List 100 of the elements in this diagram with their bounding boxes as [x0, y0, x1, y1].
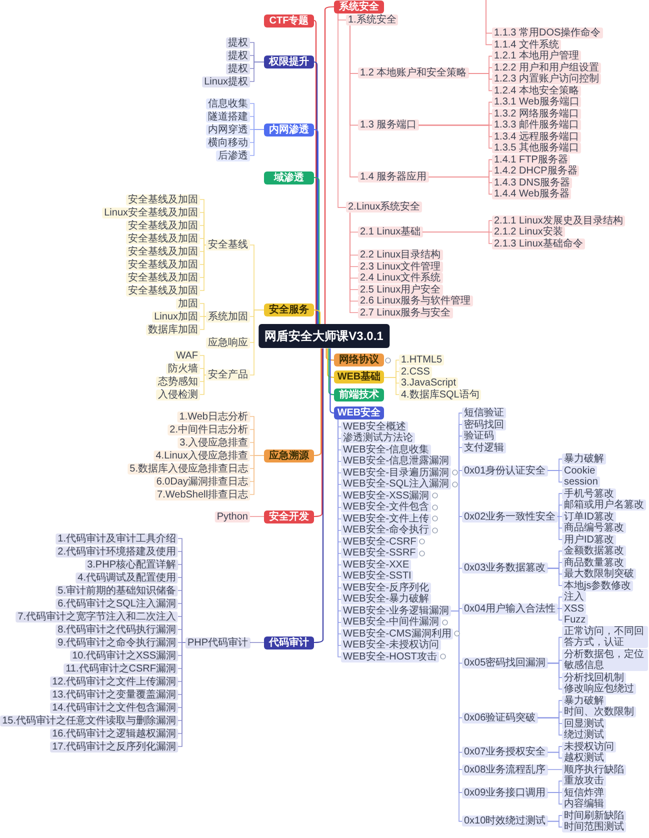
connector-line: [537, 717, 562, 736]
topic-label: 隧道搭建: [206, 111, 250, 122]
branch-box: 安全服务: [264, 304, 314, 316]
topic-label: 用户ID篡改: [562, 534, 616, 546]
branch-box: CTF专题: [264, 14, 314, 27]
topic-label: 8.代码审计之代码执行漏洞: [56, 624, 178, 635]
topic-label: 态势感知: [156, 376, 200, 387]
topic-label: 2.6 Linux服务与软件管理: [358, 296, 473, 307]
connector-line: [250, 642, 264, 643]
connector-line: [338, 12, 346, 208]
topic-label: 1.系统安全: [346, 14, 398, 26]
branch-box: 应急溯源: [264, 449, 314, 462]
connector-line: [314, 309, 321, 324]
connector-line: [250, 516, 264, 517]
topic-label: 回显测试: [562, 718, 606, 730]
branch-box: 网络协议: [334, 354, 384, 367]
topic-label: 1.4 服务器应用: [358, 171, 429, 182]
topic-label: 横向移动: [206, 137, 250, 148]
topic-label: 金额数据篡改: [562, 546, 626, 557]
topic-label: 1.3 服务端口: [358, 120, 419, 131]
topic-label: WEB安全-命令执行: [341, 524, 432, 536]
topic-label: Linux加固: [152, 311, 200, 322]
topic-label: 1.Web日志分析: [177, 411, 250, 422]
topic-label: 1.2.1 本地用户管理: [492, 50, 582, 62]
topic-label: 最大数限制突破: [562, 568, 636, 580]
topic-label: 2.代码审计环境搭建及使用: [56, 546, 178, 557]
branch-box: 系统安全: [334, 0, 384, 14]
topic-label: 4.Linux入侵应急排查: [154, 450, 250, 461]
topic-label: 2.7 Linux服务与安全: [358, 307, 453, 318]
topic-label: 手机号篡改: [562, 488, 616, 500]
topic-label: 修改响应包绕过: [562, 684, 636, 695]
topic-label: 信息收集: [206, 98, 250, 109]
topic-label: 16.代码审计之逻辑越权漏洞: [50, 728, 178, 739]
topic-label: 内容编辑: [562, 798, 606, 810]
topic-label: 2.CSS: [399, 366, 432, 378]
topic-label: 11.代码审计之CSRF漏洞: [64, 663, 178, 674]
topic-label: WEB安全概述: [341, 421, 408, 432]
topic-label: 6.代码审计之SQL注入漏洞: [56, 598, 178, 609]
topic-label: 1.2 本地账户和安全策略: [358, 68, 469, 79]
connector-line: [324, 6, 334, 324]
connector-line: [330, 348, 334, 414]
topic-label: 渗透测试方法论: [341, 432, 415, 444]
topic-label: 2.3 Linux文件管理: [358, 261, 443, 272]
topic-label: 重放攻击: [562, 776, 606, 787]
topic-label: 3.JavaScript: [399, 378, 458, 389]
topic-label: 14.代码审计之文件包含漏洞: [50, 702, 178, 713]
topic-label: 安全基线及加固: [126, 259, 200, 270]
topic-label: 安全基线及加固: [126, 272, 200, 283]
connector-line: [326, 348, 334, 361]
topic-label: 1.2.4 本地安全策略: [492, 85, 582, 96]
topic-label: 7.WebShell排查日志: [155, 489, 250, 500]
topic-label: 17.代码审计之反序列化漏洞: [50, 741, 178, 752]
topic-label: 4.数据库SQL语句: [399, 389, 482, 400]
connector-line: [328, 348, 334, 396]
topic-label: 0x09业务接口调用: [462, 787, 548, 798]
topic-label: 暴力破解: [562, 454, 606, 465]
topic-label: WEB安全-SSTI: [341, 570, 414, 582]
connector-line: [557, 516, 562, 540]
topic-label: WEB安全-信息收集: [341, 444, 432, 456]
topic-label: 1.代码审计及审计工具介绍: [56, 533, 178, 544]
topic-label: WEB安全-HOST攻击: [341, 651, 439, 662]
topic-label: 0x05密码找回漏洞: [462, 658, 548, 669]
topic-label: 1.3.3 邮件服务端口: [492, 120, 582, 131]
connector-line: [422, 232, 492, 244]
topic-label: WEB安全-文件上传: [341, 513, 432, 524]
topic-label: 1.2.3 内置账户访问控制: [492, 74, 602, 85]
topic-label: 13.代码审计之变量覆盖漏洞: [50, 689, 178, 700]
topic-label: Cookie: [562, 465, 598, 476]
connector-line: [418, 124, 492, 149]
topic-label: 2.1.1 Linux发展史及目录结构: [492, 215, 625, 226]
topic-label: 订单ID篡改: [562, 511, 616, 522]
topic-label: 1.2.2 用户和用户组设置: [492, 62, 602, 74]
topic-label: 9.代码审计之命令执行漏洞: [56, 637, 178, 648]
topic-label: 0x03业务数据篡改: [462, 562, 548, 574]
branch-box: 权限提升: [264, 56, 314, 68]
topic-label: 10.代码审计之XSS漏洞: [70, 650, 178, 661]
topic-label: 安全基线及加固: [126, 233, 200, 244]
branch-box: WEB基础: [334, 370, 384, 384]
topic-label: 2.中间件日志分析: [168, 424, 250, 435]
topic-label: 分析数据包，定位敏感信息: [562, 649, 648, 672]
branch-box: 内网渗透: [264, 123, 314, 136]
topic-label: 2.Linux系统安全: [346, 202, 422, 213]
topic-label: 0x07业务授权安全: [462, 746, 548, 758]
connector-line: [547, 568, 562, 586]
topic-label: 1.HTML5: [399, 354, 444, 366]
topic-label: 商品数量篡改: [562, 557, 626, 568]
connector-line: [200, 244, 206, 291]
topic-label: WEB安全-SQL注入漏洞: [341, 478, 452, 490]
topic-label: 2.2 Linux目录结构: [358, 250, 443, 261]
topic-label: 加固: [176, 298, 200, 309]
topic-label: 2.5 Linux用户安全: [358, 284, 443, 296]
topic-label: 时间范围测试: [562, 822, 626, 833]
topic-label: 1.4.1 FTP服务器: [492, 154, 570, 166]
topic-label: 1.1.3 常用DOS操作命令: [492, 28, 603, 39]
topic-label: 入侵检测: [156, 389, 200, 400]
topic-label: 2.1 Linux基础: [358, 226, 423, 238]
topic-label: 0x01身份认证安全: [462, 465, 548, 476]
branch-box: 域渗透: [264, 171, 314, 184]
topic-label: 应急响应: [206, 337, 250, 348]
topic-label: 安全基线及加固: [126, 220, 200, 231]
